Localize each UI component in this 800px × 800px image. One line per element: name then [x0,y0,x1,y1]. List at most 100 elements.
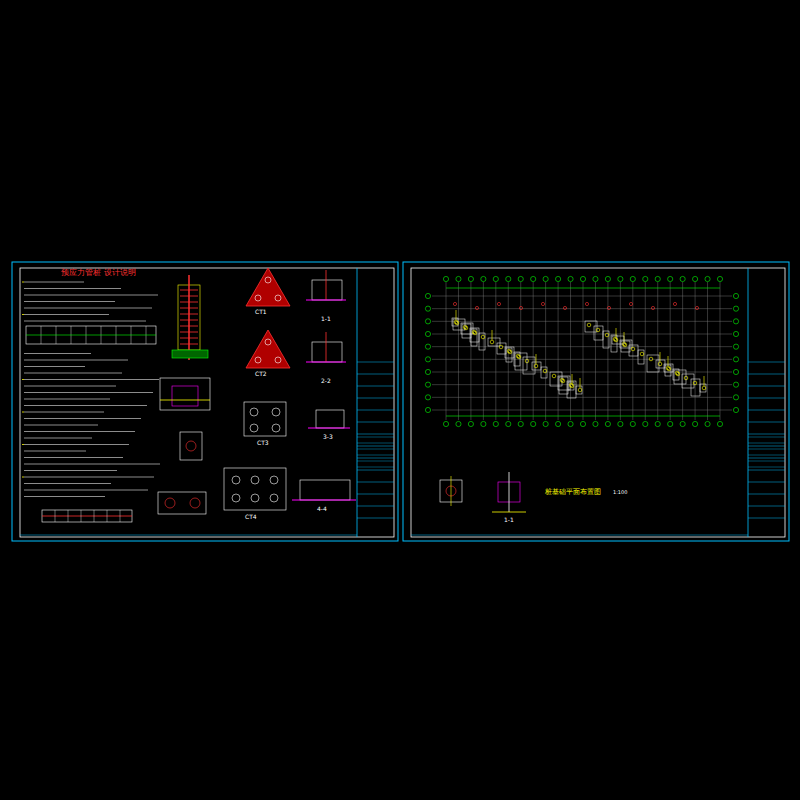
pile-circle [693,381,697,385]
cad-line [536,354,537,364]
pile-circle [481,421,486,426]
cad-line [748,386,785,387]
pile-circle [605,333,609,337]
cad-line [558,282,559,420]
pile-circle [668,276,673,281]
cad-line [160,400,210,401]
pile-circle [453,302,456,305]
cad-rect [576,386,582,394]
pile-circle [555,421,560,426]
pile-circle [668,421,673,426]
pile-circle [499,345,503,349]
pile-circle [717,421,722,426]
pile-circle [717,276,722,281]
pile-circle [733,306,738,311]
pile-circle [519,306,522,309]
cad-line [446,416,720,417]
cad-line [24,373,122,374]
cad-line [24,308,152,309]
pile-circle [165,498,175,508]
pile-circle [425,407,430,412]
pile-circle [516,354,520,358]
cad-rect [462,324,471,338]
pile-circle [630,421,635,426]
cad-line [748,518,785,519]
pile-circle [680,276,685,281]
pile-circle [481,276,486,281]
cad-line [748,470,785,471]
cad-line [657,282,658,420]
cad-line [357,458,394,459]
drawing-label: CT1 [254,309,268,315]
cad-line [107,510,108,522]
cad-rect [505,347,514,358]
pile-circle [255,295,261,301]
cad-line [55,510,56,522]
cad-rect [665,365,671,376]
cad-line [607,282,608,420]
cad-line [306,300,346,301]
pile-circle [518,276,523,281]
pile-circle [481,335,485,339]
pile-circle [630,276,635,281]
pile-circle [232,494,240,502]
cad-line [748,461,785,462]
cad-line [357,449,394,450]
cad-rect [603,331,609,348]
cad-rect [559,377,568,394]
cad-line [432,384,732,385]
pile-circle [675,371,679,375]
cad-line [748,374,785,375]
cad-line [533,282,534,420]
pile-circle [631,347,635,351]
cad-line [411,535,748,536]
cad-line [707,282,708,420]
cad-line [748,494,785,495]
pile-circle [455,321,459,325]
pile-circle [580,421,585,426]
pile-circle [425,344,430,349]
cad-line [24,418,141,419]
pile-circle [733,331,738,336]
pile-circle [666,366,670,370]
cad-line [24,457,123,458]
pile-circle [472,330,476,334]
pile-circle [425,382,430,387]
cad-rect [180,432,202,460]
cad-rect [160,378,210,410]
pile-circle [555,276,560,281]
pile-circle [508,350,512,354]
cad-line [357,386,394,387]
cad-line [357,434,394,435]
cad-line [748,410,785,411]
cad-line [22,282,24,283]
pile-circle [733,293,738,298]
cad-rect [674,370,686,384]
cad-rect [612,336,624,344]
pile-circle [232,476,240,484]
pile-circle [593,276,598,281]
cad-line [24,438,92,439]
pile-circle [733,369,738,374]
cad-line [22,314,24,315]
cad-line [748,437,785,438]
cad-line [24,295,158,296]
pile-circle [250,408,258,416]
cad-line [326,332,327,362]
cad-line [748,268,749,537]
cad-line [24,301,115,302]
cad-line [22,477,24,478]
pile-circle [493,276,498,281]
cad-line [748,506,785,507]
cad-line [188,275,190,360]
pile-circle [587,323,591,327]
cad-line [432,359,732,360]
cad-line [645,282,646,420]
cad-line [357,455,394,456]
pile-circle [493,421,498,426]
cad-rect [497,343,506,354]
pile-circle [454,320,458,324]
cad-line [620,282,621,420]
pile-circle [531,276,536,281]
cad-line [572,374,573,384]
